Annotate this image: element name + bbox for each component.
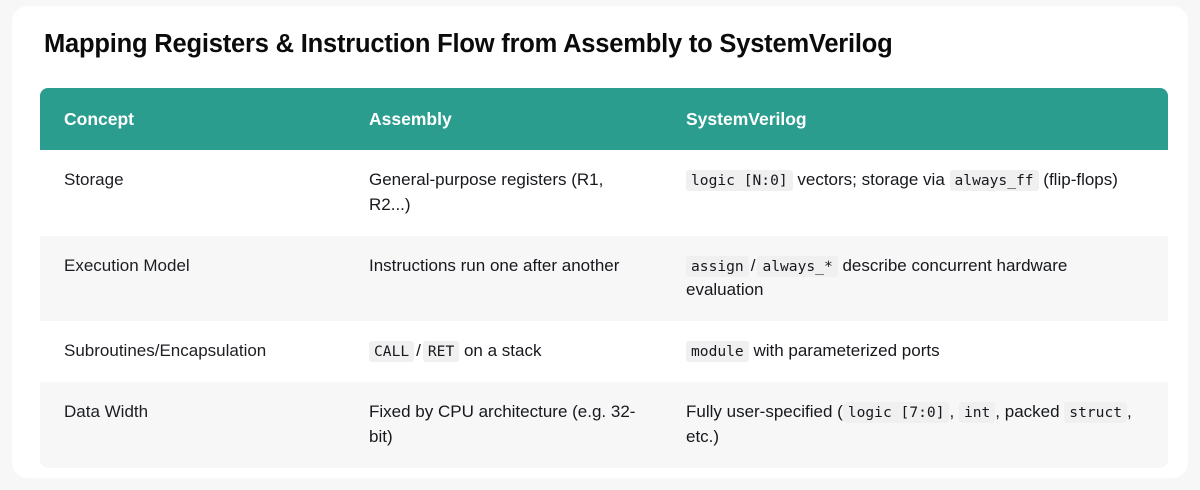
code-token: always_ff	[949, 170, 1039, 191]
code-token: module	[686, 341, 749, 363]
code-token: struct	[1064, 402, 1128, 424]
table-row: Execution Model Instructions run one afte…	[40, 235, 1168, 322]
table-row: Subroutines/Encapsulation CALL/RET on a s…	[40, 321, 1168, 382]
cell-systemverilog: Fully user-specified (logic [7:0], int, …	[662, 382, 1168, 468]
cell-text: ,	[949, 402, 959, 422]
code-token: assign	[686, 255, 749, 277]
code-token: always_*	[757, 255, 838, 277]
code-token: CALL	[369, 341, 415, 363]
content-card: Mapping Registers & Instruction Flow fro…	[12, 6, 1188, 478]
cell-text: Fully user-specified (	[686, 402, 843, 422]
table-row: Data Width Fixed by CPU architecture (e.g…	[40, 382, 1168, 468]
cell-assembly: General-purpose registers (R1, R2...)	[345, 150, 662, 236]
cell-systemverilog: module with parameterized ports	[662, 321, 1168, 382]
code-token: int	[958, 402, 996, 424]
table-header: Concept Assembly SystemVerilog	[40, 88, 1168, 150]
cell-text: vectors; storage via	[792, 170, 950, 189]
cell-assembly: Fixed by CPU architecture (e.g. 32-bit)	[345, 382, 662, 468]
code-token: logic [7:0]	[842, 402, 950, 424]
token-separator: /	[416, 341, 421, 361]
cell-text: General-purpose registers (R1, R2...)	[369, 170, 604, 214]
cell-text: (flip-flops)	[1038, 170, 1118, 189]
cell-concept: Storage	[64, 170, 124, 189]
token-separator: /	[750, 255, 756, 275]
column-header-assembly: Assembly	[345, 88, 662, 150]
cell-text: on a stack	[459, 341, 542, 361]
page-title: Mapping Registers & Instruction Flow fro…	[44, 30, 893, 58]
cell-text: , etc.)	[686, 402, 1132, 446]
column-header-systemverilog: SystemVerilog	[662, 88, 1168, 150]
code-token: RET	[422, 341, 460, 363]
column-header-concept: Concept	[40, 88, 345, 150]
code-token: logic [N:0]	[686, 170, 793, 191]
table-row: Storage General-purpose registers (R1, R2…	[40, 150, 1168, 236]
cell-assembly: CALL/RET on a stack	[345, 321, 662, 382]
table-header-row: Concept Assembly SystemVerilog	[40, 88, 1168, 150]
cell-assembly: Instructions run one after another	[345, 236, 662, 322]
cell-text: Instructions run one after another	[369, 255, 620, 275]
cell-concept: Data Width	[64, 402, 149, 422]
cell-text: describe concurrent hardware evaluation	[686, 255, 1068, 300]
cell-text: with parameterized ports	[748, 341, 940, 361]
comparison-table: Concept Assembly SystemVerilog Storage Ge…	[40, 88, 1168, 468]
cell-systemverilog: assign/always_* describe concurrent hard…	[662, 236, 1168, 322]
table-body: Storage General-purpose registers (R1, R2…	[40, 150, 1168, 468]
cell-concept: Execution Model	[64, 255, 190, 275]
cell-systemverilog: logic [N:0] vectors; storage via always_…	[662, 150, 1168, 236]
cell-text: Fixed by CPU architecture (e.g. 32-bit)	[369, 402, 636, 446]
cell-text: , packed	[995, 402, 1065, 422]
cell-concept: Subroutines/Encapsulation	[64, 341, 267, 361]
